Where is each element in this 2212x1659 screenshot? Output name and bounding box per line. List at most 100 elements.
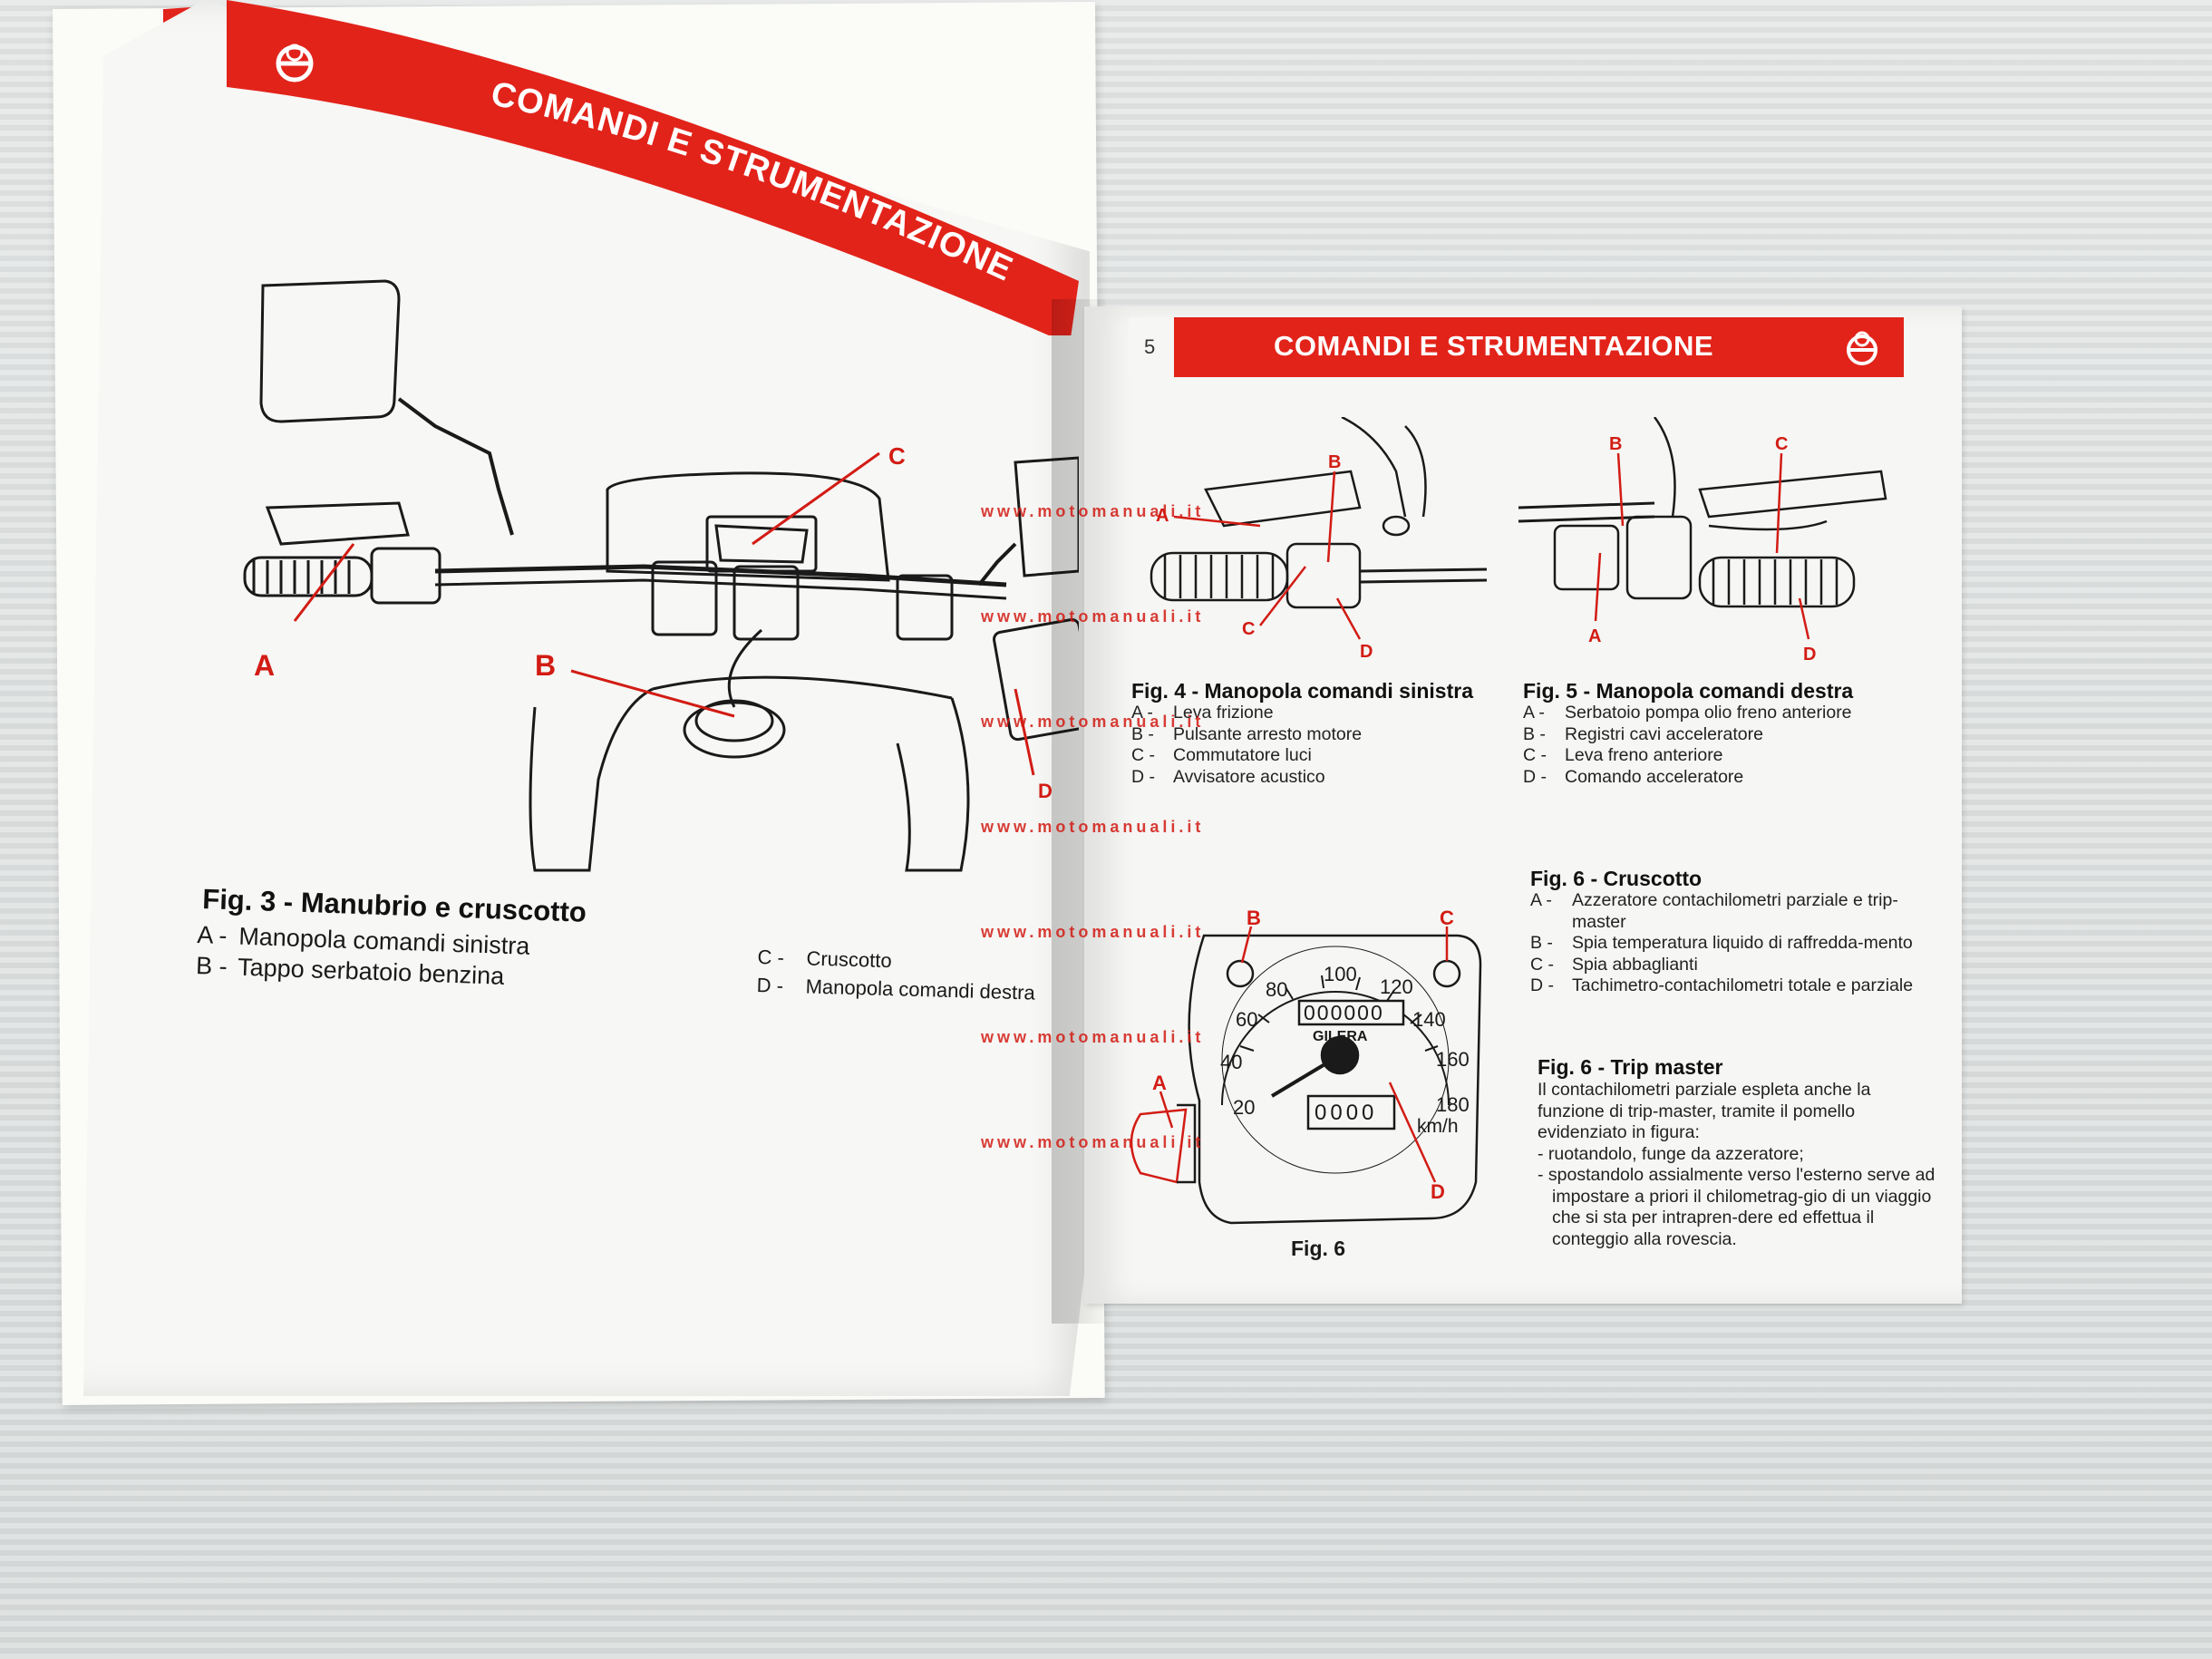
fig6-trip-text: Il contachilometri parziale espleta anch… xyxy=(1538,1080,1936,1250)
fig5-item-text: Comando acceleratore xyxy=(1565,766,1744,787)
fig5-callout-a: A xyxy=(1588,626,1601,646)
fig4-item-c: C - Commutatore luci xyxy=(1131,745,1362,767)
speed-tick-100: 100 xyxy=(1324,963,1357,985)
trip-digits: 0000 xyxy=(1315,1101,1377,1125)
fig6-trip-bullet-2: - spostandolo assialmente verso l'estern… xyxy=(1538,1165,1936,1249)
fig6-item-key: A - xyxy=(1530,890,1552,910)
fig4-callout-a: A xyxy=(1156,506,1169,526)
fig6-trip-bullet-1: - ruotandolo, funge da azzeratore; xyxy=(1538,1143,1804,1164)
fig4-item-text: Pulsante arresto motore xyxy=(1173,723,1363,744)
page-number-tab xyxy=(1129,317,1174,377)
fig3-callout-d: D xyxy=(1038,780,1053,802)
fig6-cruscotto-list: A - Azzeratore contachilometri parziale e… xyxy=(1530,890,1920,997)
fig3-callout-a: A xyxy=(254,649,275,682)
watermark: www.motomanuali.it xyxy=(981,1028,1205,1046)
fig4-item-text: Commutatore luci xyxy=(1173,745,1312,765)
fig3-caption-list-2: C -Cruscotto D -Manopola comandi destra xyxy=(756,943,1036,1007)
fig6-trip-intro: Il contachilometri parziale espleta anch… xyxy=(1538,1080,1871,1142)
fig4-item-text: Leva frizione xyxy=(1173,703,1274,723)
fig3-item-key: A - xyxy=(196,920,228,950)
page-number: 5 xyxy=(1144,335,1156,358)
fig4-callout-c: C xyxy=(1242,619,1255,639)
fig4-item-key: D - xyxy=(1131,766,1155,787)
brand-logo: GILERA xyxy=(1313,1029,1368,1044)
fig6-item-d: D - Tachimetro-contachilometri totale e p… xyxy=(1530,975,1920,997)
fig4-item-a: A - Leva frizione xyxy=(1131,703,1362,724)
fig5-item-key: A - xyxy=(1523,703,1545,723)
fig5-item-d: D - Comando acceleratore xyxy=(1523,767,1852,789)
fig5-item-a: A - Serbatoio pompa olio freno anteriore xyxy=(1523,703,1852,724)
fig6-item-key: C - xyxy=(1530,954,1554,975)
fig4-item-key: A - xyxy=(1131,703,1153,723)
fig5-item-c: C - Leva freno anteriore xyxy=(1523,745,1852,767)
fig4-left-grip-illustration: A B C D xyxy=(1150,417,1487,662)
fig5-item-text: Serbatoio pompa olio freno anteriore xyxy=(1565,703,1852,723)
fig6-item-text: Tachimetro-contachilometri totale e parz… xyxy=(1572,975,1914,995)
speed-tick-140: 140 xyxy=(1412,1008,1446,1031)
speed-unit: km/h xyxy=(1417,1116,1459,1137)
fig6-callout-b: B xyxy=(1247,910,1261,929)
fig3-item-text: Manopola comandi destra xyxy=(805,975,1036,1004)
fig4-item-d: D - Avvisatore acustico xyxy=(1131,767,1362,789)
fig6-label: Fig. 6 xyxy=(1291,1237,1346,1260)
fig6-item-text: Spia temperatura liquido di raffredda-me… xyxy=(1572,933,1913,953)
right-header-title: COMANDI E STRUMENTAZIONE xyxy=(1274,330,1714,362)
watermark: www.motomanuali.it xyxy=(981,923,1205,941)
fig6-item-text: Azzeratore contachilometri parziale e tr… xyxy=(1572,890,1898,932)
fig4-callout-b: B xyxy=(1328,452,1341,472)
speed-tick-20: 20 xyxy=(1233,1096,1255,1119)
watermark: www.motomanuali.it xyxy=(981,818,1205,836)
fig5-item-text: Leva freno anteriore xyxy=(1565,745,1723,765)
fig3-handlebar-illustration: A B C D xyxy=(243,279,1079,872)
fig5-caption-list: A -Serbatoio pompa olio freno anteriore … xyxy=(1523,703,1852,788)
fig5-callout-d: D xyxy=(1803,645,1816,662)
watermark: www.motomanuali.it xyxy=(981,607,1205,626)
fig5-right-grip-illustration: B C A D xyxy=(1518,417,1887,662)
fig4-caption-list: A - Leva frizione B - Pulsante arresto mot… xyxy=(1131,703,1362,788)
fig6-item-b: B - Spia temperatura liquido di raffredda… xyxy=(1530,933,1920,955)
watermark: www.motomanuali.it xyxy=(981,1133,1205,1151)
fig4-item-key: B - xyxy=(1131,723,1154,744)
fig5-item-key: C - xyxy=(1523,745,1547,765)
fig6-item-key: B - xyxy=(1530,933,1553,953)
speed-tick-80: 80 xyxy=(1266,978,1287,1001)
fig3-callout-c: C xyxy=(888,442,906,470)
fig6-item-c: C - Spia abbaglianti xyxy=(1530,955,1920,976)
fig4-item-text: Avvisatore acustico xyxy=(1173,766,1325,787)
fig6-item-text: Spia abbaglianti xyxy=(1572,954,1698,975)
fig3-item-key: B - xyxy=(195,951,228,981)
fig6-callout-c: C xyxy=(1440,910,1454,929)
fig6-speedometer-illustration: 20 40 60 80 100 120 140 160 180 km/h GIL… xyxy=(1130,910,1482,1225)
fig5-callout-c: C xyxy=(1775,434,1788,454)
watermark: www.motomanuali.it xyxy=(981,502,1205,520)
fig5-item-key: D - xyxy=(1523,766,1547,787)
fig4-caption-title: Fig. 4 - Manopola comandi sinistra xyxy=(1131,679,1473,703)
left-header-band xyxy=(227,0,1079,335)
fig3-item-text: Cruscotto xyxy=(806,946,893,973)
fig6-item-key: D - xyxy=(1530,975,1554,995)
fig4-item-key: C - xyxy=(1131,745,1155,765)
speed-tick-60: 60 xyxy=(1236,1008,1257,1031)
left-header-title: COMANDI E STRUMENTAZIONE xyxy=(488,75,1019,289)
speed-tick-40: 40 xyxy=(1220,1051,1242,1073)
fig3-caption-list: A -Manopola comandi sinistra B -Tappo se… xyxy=(196,919,530,993)
fig5-item-key: B - xyxy=(1523,723,1546,744)
fig5-caption-title: Fig. 5 - Manopola comandi destra xyxy=(1523,679,1854,703)
speed-tick-160: 160 xyxy=(1436,1048,1470,1071)
fig6-trip-title: Fig. 6 - Trip master xyxy=(1538,1055,1723,1079)
fig5-item-text: Registri cavi acceleratore xyxy=(1565,723,1763,744)
fig6-cruscotto-title: Fig. 6 - Cruscotto xyxy=(1530,867,1703,890)
fig6-item-a: A - Azzeratore contachilometri parziale e… xyxy=(1530,890,1920,933)
bmw-style-logo-icon xyxy=(276,44,314,82)
fig5-item-b: B - Registri cavi acceleratore xyxy=(1523,724,1852,746)
right-page-header: COMANDI E STRUMENTAZIONE xyxy=(1129,317,1904,377)
fig3-item-key: D - xyxy=(756,973,784,997)
header-arrow-notch xyxy=(1174,317,1221,377)
left-page-header: COMANDI E STRUMENTAZIONE xyxy=(227,0,1079,335)
odometer-digits: 000000 xyxy=(1304,1001,1384,1024)
fig4-callout-d: D xyxy=(1360,642,1373,662)
right-page xyxy=(1084,306,1962,1304)
watermark: www.motomanuali.it xyxy=(981,713,1205,731)
speed-tick-180: 180 xyxy=(1436,1093,1470,1116)
bmw-style-logo-icon xyxy=(1847,331,1877,365)
